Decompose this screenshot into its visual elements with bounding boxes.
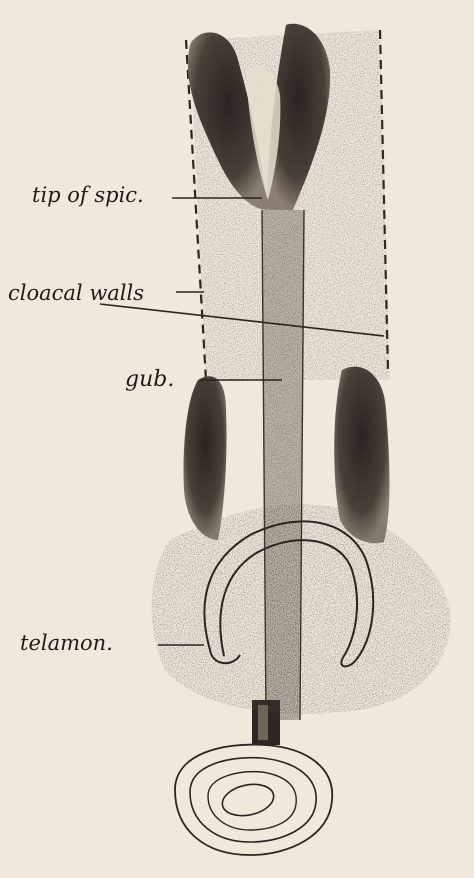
telamon-stipple-cloud bbox=[152, 504, 451, 714]
cross-section bbox=[175, 745, 332, 855]
label-gubernaculum: gub. bbox=[125, 367, 174, 392]
label-telamon: telamon. bbox=[20, 631, 113, 655]
label-tip-of-spicule: tip of spic. bbox=[32, 183, 144, 207]
label-cloacal-walls: cloacal walls bbox=[8, 281, 144, 305]
